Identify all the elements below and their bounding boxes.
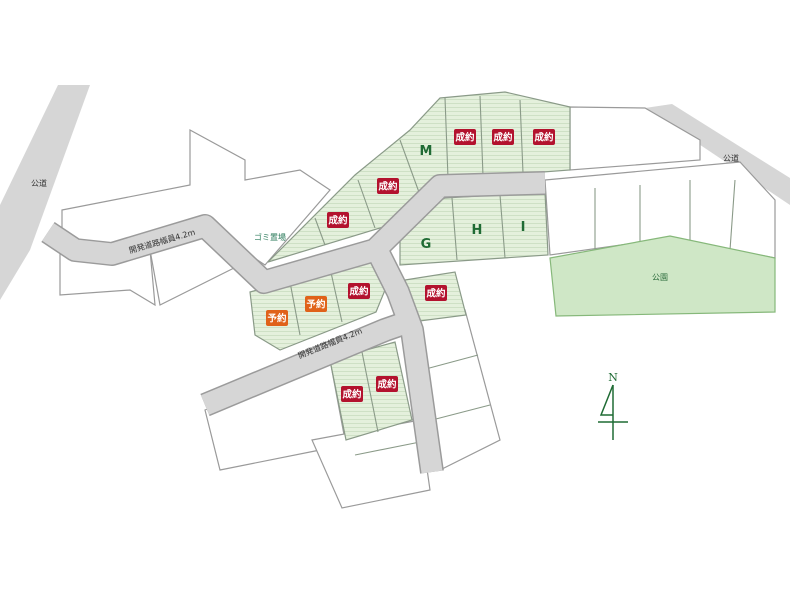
contracted-badge: 成約 bbox=[327, 212, 349, 228]
badge-background bbox=[348, 283, 370, 299]
park-label: 公園 bbox=[652, 273, 668, 282]
lot-letter[interactable]: H bbox=[472, 223, 483, 238]
status-badges: 成約成約成約成約成約成約成約成約成約予約予約 bbox=[266, 129, 555, 402]
badge-text: 成約 bbox=[328, 215, 348, 227]
badge-text: 成約 bbox=[349, 286, 369, 298]
badge-text: 成約 bbox=[342, 389, 362, 401]
lot-letter[interactable]: I bbox=[521, 220, 526, 235]
badge-text: 成約 bbox=[455, 132, 475, 144]
contracted-badge: 成約 bbox=[377, 178, 399, 194]
contracted-badge: 成約 bbox=[348, 283, 370, 299]
contracted-badge: 成約 bbox=[376, 376, 398, 392]
north-label: N bbox=[608, 371, 618, 384]
badge-background bbox=[492, 129, 514, 145]
reserved-badge: 予約 bbox=[305, 296, 327, 312]
badge-background bbox=[305, 296, 327, 312]
surrounding-parcels bbox=[59, 106, 776, 509]
contracted-badge: 成約 bbox=[341, 386, 363, 402]
garbage-area-label: ゴミ置場 bbox=[254, 232, 286, 242]
public-road-left bbox=[0, 85, 90, 300]
badge-background bbox=[266, 310, 288, 326]
badge-background bbox=[376, 376, 398, 392]
badge-text: 予約 bbox=[267, 313, 287, 325]
badge-background bbox=[454, 129, 476, 145]
contracted-badge: 成約 bbox=[533, 129, 555, 145]
public-road-label: 公道 bbox=[723, 153, 739, 163]
public-road-label: 公道 bbox=[31, 178, 47, 188]
badge-background bbox=[341, 386, 363, 402]
contracted-badge: 成約 bbox=[425, 285, 447, 301]
badge-text: 成約 bbox=[377, 379, 397, 391]
contracted-badge: 成約 bbox=[454, 129, 476, 145]
badge-text: 成約 bbox=[493, 132, 513, 144]
badge-background bbox=[533, 129, 555, 145]
contracted-badge: 成約 bbox=[492, 129, 514, 145]
badge-text: 成約 bbox=[534, 132, 554, 144]
lot-letter[interactable]: M bbox=[420, 144, 433, 159]
development-roads bbox=[41, 171, 546, 474]
badge-text: 予約 bbox=[306, 299, 326, 311]
badge-background bbox=[425, 285, 447, 301]
north-arrow-icon bbox=[598, 384, 628, 440]
badge-text: 成約 bbox=[378, 181, 398, 193]
reserved-badge: 予約 bbox=[266, 310, 288, 326]
badge-background bbox=[377, 178, 399, 194]
badge-background bbox=[327, 212, 349, 228]
lot-letter[interactable]: G bbox=[421, 237, 432, 252]
badge-text: 成約 bbox=[426, 288, 446, 300]
park-area bbox=[549, 235, 776, 317]
